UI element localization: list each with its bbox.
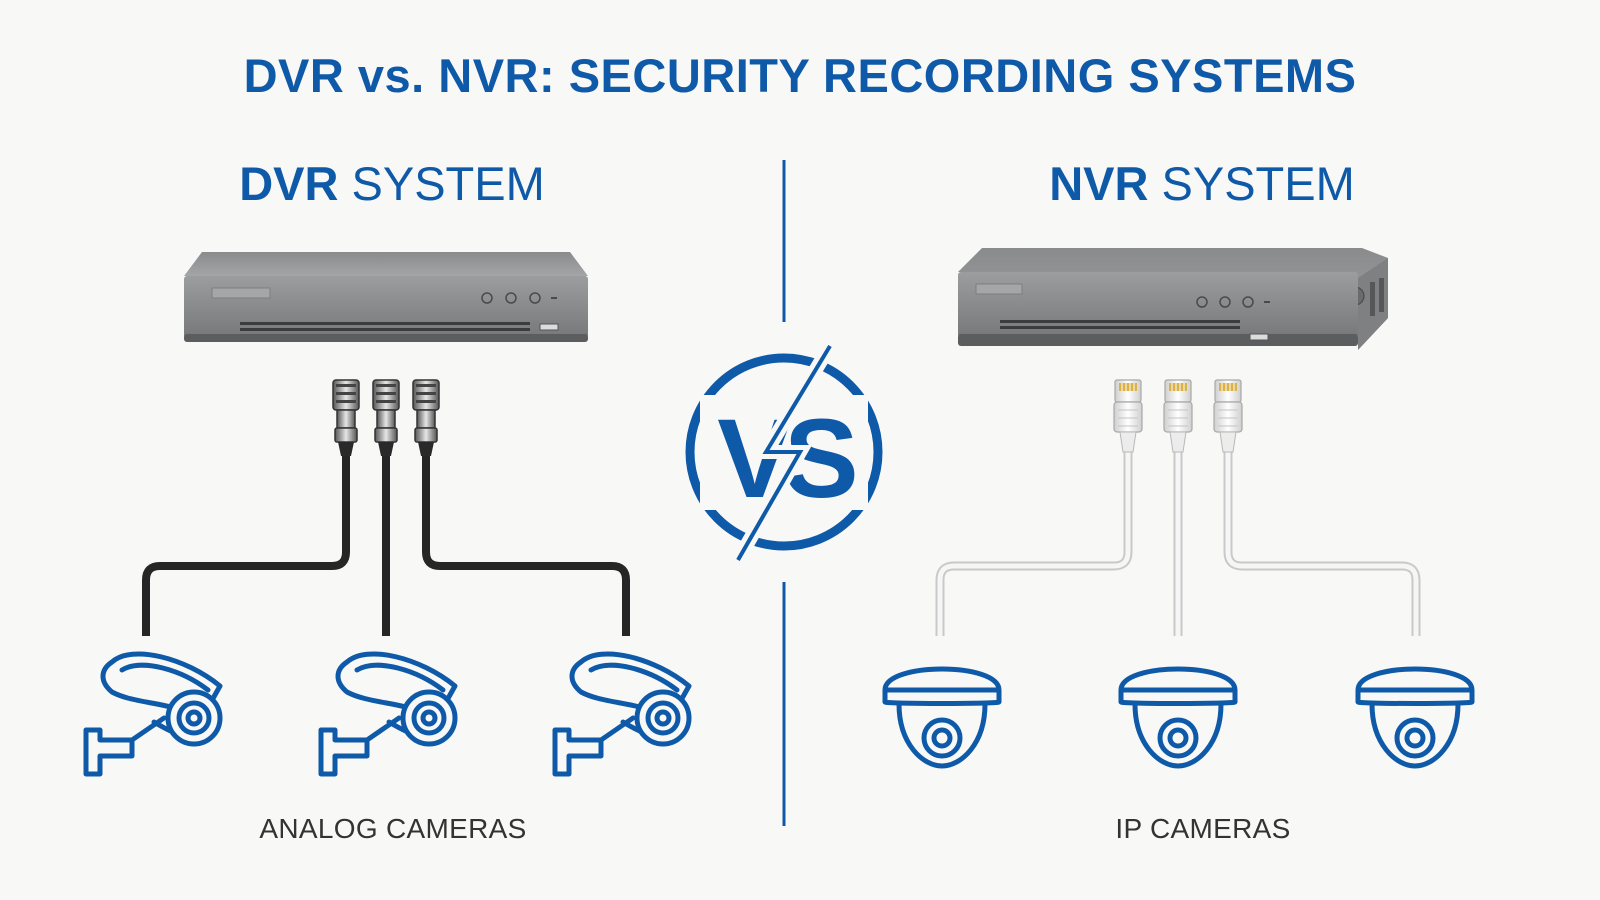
ip-cameras-label: IP CAMERAS <box>1115 813 1291 844</box>
analog-cameras-label: ANALOG CAMERAS <box>259 813 527 844</box>
bnc-connector-icon <box>412 379 440 457</box>
bnc-connector-icon <box>332 379 360 457</box>
coax-cable-left <box>142 456 350 636</box>
bullet-camera-icon <box>555 654 689 774</box>
bullet-camera-icon <box>86 654 220 774</box>
dvr-heading-strong: DVR <box>239 157 339 210</box>
ethernet-cables <box>935 452 1421 636</box>
page-title: DVR vs. NVR: SECURITY RECORDING SYSTEMS <box>243 49 1357 102</box>
bnc-connector-icon <box>372 379 400 457</box>
versus-badge: VS <box>685 342 883 564</box>
rj45-connector-icon <box>1213 379 1243 453</box>
dome-camera-icon <box>1358 669 1472 766</box>
coax-cable-right <box>422 456 630 636</box>
ethernet-cable-left <box>937 452 1131 636</box>
rj45-connector-icon <box>1163 379 1193 453</box>
nvr-recorder <box>958 248 1388 350</box>
dome-camera-icon <box>1121 669 1235 766</box>
dome-camera-icon <box>885 669 999 766</box>
nvr-heading-strong: NVR <box>1049 157 1149 210</box>
rj45-connector-icon <box>1113 379 1143 453</box>
nvr-heading-light: SYSTEM <box>1148 157 1355 210</box>
dvr-heading-light: SYSTEM <box>338 157 545 210</box>
ethernet-cable-right <box>1225 452 1419 636</box>
bullet-camera-icon <box>321 654 455 774</box>
dvr-recorder <box>184 252 588 342</box>
coax-cables <box>142 456 630 636</box>
dvr-system-heading: DVR SYSTEM <box>192 156 592 211</box>
nvr-system-heading: NVR SYSTEM <box>1002 156 1402 211</box>
